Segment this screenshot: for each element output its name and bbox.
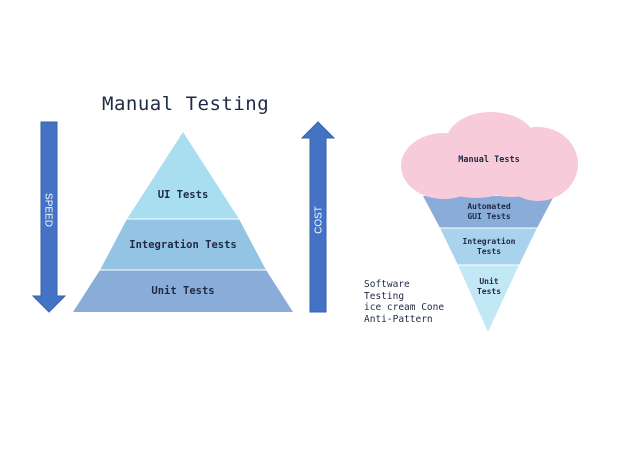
- cost-arrow-shape: [300, 121, 336, 313]
- page-title: Manual Testing: [102, 93, 270, 115]
- caption-line: Software: [364, 279, 410, 290]
- test-pyramid: UI Tests Integration Tests Unit Tests: [73, 132, 293, 312]
- speed-arrow-shape: [31, 121, 67, 313]
- pyramid-layer-integration: [100, 219, 266, 270]
- cone-band-unit: [458, 265, 519, 332]
- pyramid-label-integration: Integration Tests: [129, 239, 236, 251]
- caption-line: Testing: [364, 290, 405, 302]
- cloud-scoop: [401, 112, 578, 201]
- pyramid-label-ui: UI Tests: [158, 189, 209, 201]
- cone-band-label: Tests: [477, 287, 501, 296]
- cloud-label: Manual Tests: [458, 155, 519, 165]
- cost-label: COST: [314, 206, 325, 234]
- speed-label: SPEED: [43, 193, 54, 227]
- caption-line: ice cream Cone: [364, 302, 445, 313]
- anti-pattern-caption: Software Testing ice cream Cone Anti-Pat…: [364, 279, 444, 325]
- cone-band-label: Tests: [477, 247, 501, 256]
- cone-band-label: GUI Tests: [467, 212, 511, 221]
- cone-band-integration: [440, 228, 537, 265]
- speed-arrow: SPEED: [31, 121, 67, 313]
- pyramid-layer-unit: [73, 270, 293, 312]
- ice-cream-cone: Manual Tests Automated GUI Tests Integra…: [401, 112, 578, 332]
- pyramid-layer-ui: [127, 132, 239, 219]
- pyramid-label-unit: Unit Tests: [151, 285, 214, 297]
- cone-band-automated-gui: [423, 196, 554, 228]
- caption-line: Anti-Pattern: [364, 313, 433, 325]
- cone-band-label: Integration: [463, 236, 516, 246]
- cone-band-label: Unit: [479, 276, 498, 286]
- cost-arrow: COST: [300, 121, 336, 313]
- cone-band-label: Automated: [467, 202, 511, 211]
